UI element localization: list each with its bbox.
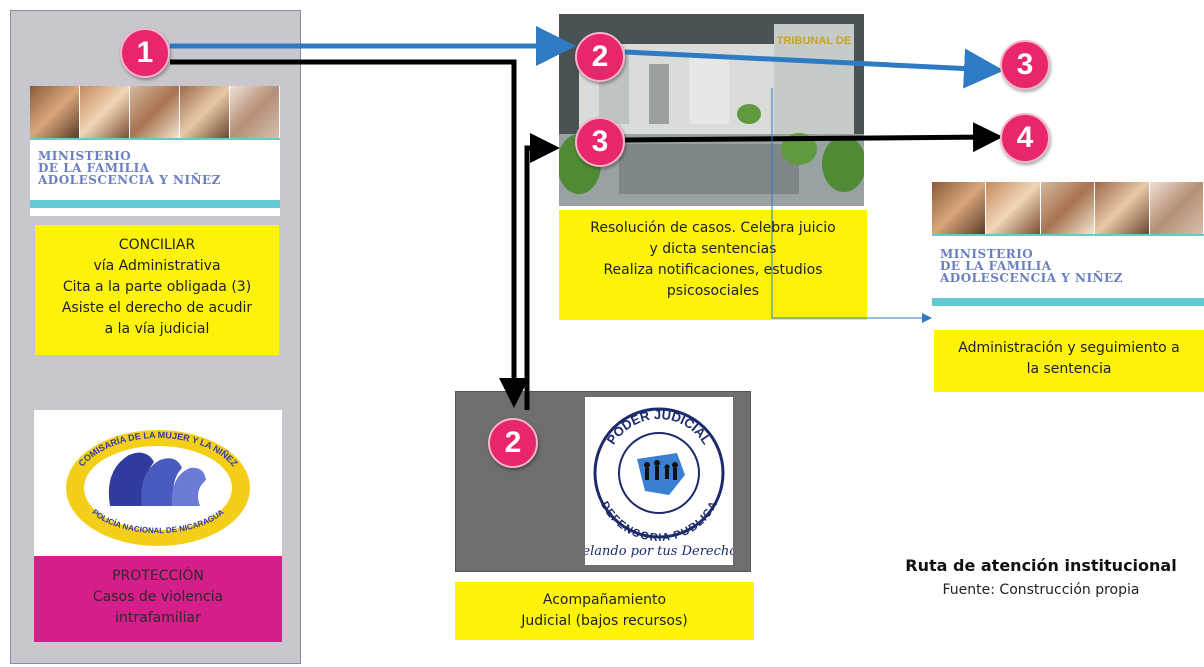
- court-sign-text: TRIBUNAL DE: [777, 35, 851, 47]
- conciliar-line-5: a la vía judicial: [104, 321, 210, 337]
- court-line-1: Resolución de casos. Celebra juicio: [590, 220, 836, 236]
- conciliar-line-2: vía Administrativa: [93, 258, 221, 274]
- step-badge-3-court: 3: [575, 117, 625, 167]
- seguimiento-line-1: Administración y seguimiento a: [958, 340, 1180, 356]
- connector-court-to-seguimiento: [771, 88, 932, 323]
- conciliar-line-1: CONCILIAR: [118, 237, 196, 253]
- court-line-2: y dicta sentencias: [649, 241, 777, 257]
- defensoria-logo: PODER JUDICIAL DEFENSORIA PUBLICA Veland…: [574, 397, 744, 565]
- court-box: Resolución de casos. Celebra juicio y di…: [559, 210, 867, 320]
- ministry-logo-line-2: DE LA FAMILIA: [38, 161, 150, 175]
- right-ministry-logo-bar: [932, 298, 1204, 306]
- conciliar-line-4: Asiste el derecho de acudir: [61, 300, 253, 316]
- right-ministry-logo-line-2: DE LA FAMILIA: [940, 259, 1052, 273]
- step-badge-2-court: 2: [575, 32, 625, 82]
- step-badge-1: 1: [120, 28, 170, 78]
- court-line-3: Realiza notificaciones, estudios: [603, 262, 823, 278]
- court-line-4: psicosociales: [666, 283, 760, 299]
- arrow-1-to-defensoria: [170, 59, 529, 408]
- comisaria-logo: COMISARÍA DE LA MUJER Y LA NIÑEZ POLICÍA…: [34, 410, 282, 556]
- family-photo-strip-right: [932, 182, 1204, 234]
- acompanamiento-box: Acompañamiento Judicial (bajos recursos): [455, 582, 754, 640]
- right-ministry-logo-line-1: MINISTERIO: [940, 247, 1034, 261]
- diagram-caption-title: Ruta de atención institucional: [905, 556, 1177, 575]
- ministry-logo-right: MINISTERIO DE LA FAMILIA ADOLESCENCIA Y …: [932, 182, 1204, 317]
- proteccion-line-3: intrafamiliar: [115, 610, 201, 626]
- step-badge-3-right: 3: [1000, 40, 1050, 90]
- right-ministry-logo-line-3: ADOLESCENCIA Y NIÑEZ: [940, 271, 1123, 285]
- defensoria-slogan: Velando por tus Derechos: [585, 544, 733, 559]
- proteccion-line-2: Casos de violencia: [92, 589, 224, 605]
- arrow-court-to-4: [624, 122, 1003, 153]
- ministry-logo-left: MINISTERIO DE LA FAMILIA ADOLESCENCIA Y …: [30, 86, 280, 216]
- conciliar-line-3: Cita a la parte obligada (3): [62, 279, 252, 295]
- step-badge-2-defensoria: 2: [488, 418, 538, 468]
- ministry-logo-line-3: ADOLESCENCIA Y NIÑEZ: [38, 173, 221, 187]
- seguimiento-box: Administración y seguimiento a la senten…: [934, 330, 1204, 392]
- seguimiento-line-2: la sentencia: [1026, 361, 1112, 377]
- arrow-defensoria-to-court: [524, 133, 560, 410]
- proteccion-box: PROTECCIÓN Casos de violencia intrafamil…: [34, 556, 282, 642]
- acompanamiento-line-1: Acompañamiento: [542, 592, 667, 608]
- conciliar-box: CONCILIAR vía Administrativa Cita a la p…: [35, 225, 279, 355]
- defensoria-emblem: PODER JUDICIAL DEFENSORIA PUBLICA Veland…: [574, 407, 744, 559]
- family-photo-strip: [30, 86, 280, 138]
- step-badge-4-right: 4: [1000, 113, 1050, 163]
- ministry-logo-bar: [30, 200, 280, 208]
- proteccion-line-1: PROTECCIÓN: [112, 568, 204, 584]
- arrow-court-to-3: [624, 48, 1004, 89]
- comisaria-emblem: COMISARÍA DE LA MUJER Y LA NIÑEZ POLICÍA…: [66, 430, 250, 546]
- ministry-logo-line-1: MINISTERIO: [38, 149, 132, 163]
- acompanamiento-line-2: Judicial (bajos recursos): [521, 613, 688, 629]
- diagram-caption-source: Fuente: Construcción propia: [942, 582, 1140, 598]
